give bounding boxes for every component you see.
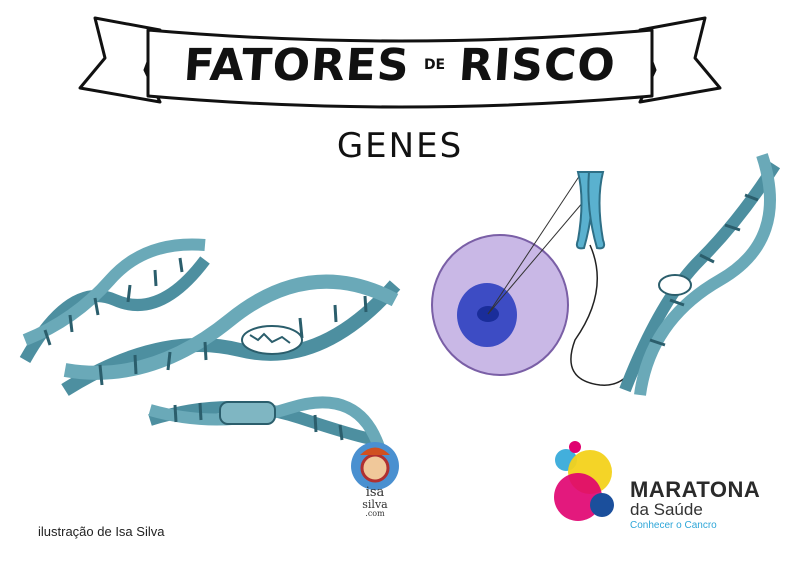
title-connector: DE xyxy=(423,57,446,73)
illustration-credit: ilustração de Isa Silva xyxy=(38,524,165,539)
title-word-fatores: FATORES xyxy=(182,39,412,91)
logo-name: MARATONA xyxy=(630,477,761,502)
dna-strand-1 xyxy=(19,238,210,363)
cell-illustration xyxy=(431,171,596,376)
logo-subname: da Saúde xyxy=(630,500,703,520)
signature-line-2: silva xyxy=(362,498,388,511)
chromosome-illustration xyxy=(575,171,606,250)
page-title: FATORES DE RISCO xyxy=(160,30,640,100)
maratona-logo: MARATONA da Saúde Conhecer o Cancro xyxy=(630,478,760,531)
title-banner xyxy=(78,16,722,109)
dna-strand-4 xyxy=(619,153,781,396)
signature-line-3: .com xyxy=(365,509,385,518)
logo-tagline: Conhecer o Cancro xyxy=(630,519,717,531)
artist-signature: isa silva .com xyxy=(352,486,398,518)
subtitle-genes: GENES xyxy=(336,126,464,166)
dna-strand-3 xyxy=(148,396,386,452)
dna-strand-2 xyxy=(61,274,401,396)
artist-avatar xyxy=(351,442,399,490)
signature-line-1: isa xyxy=(365,485,385,500)
maratona-logo-mark xyxy=(554,441,614,521)
title-word-risco: RISCO xyxy=(457,39,618,91)
